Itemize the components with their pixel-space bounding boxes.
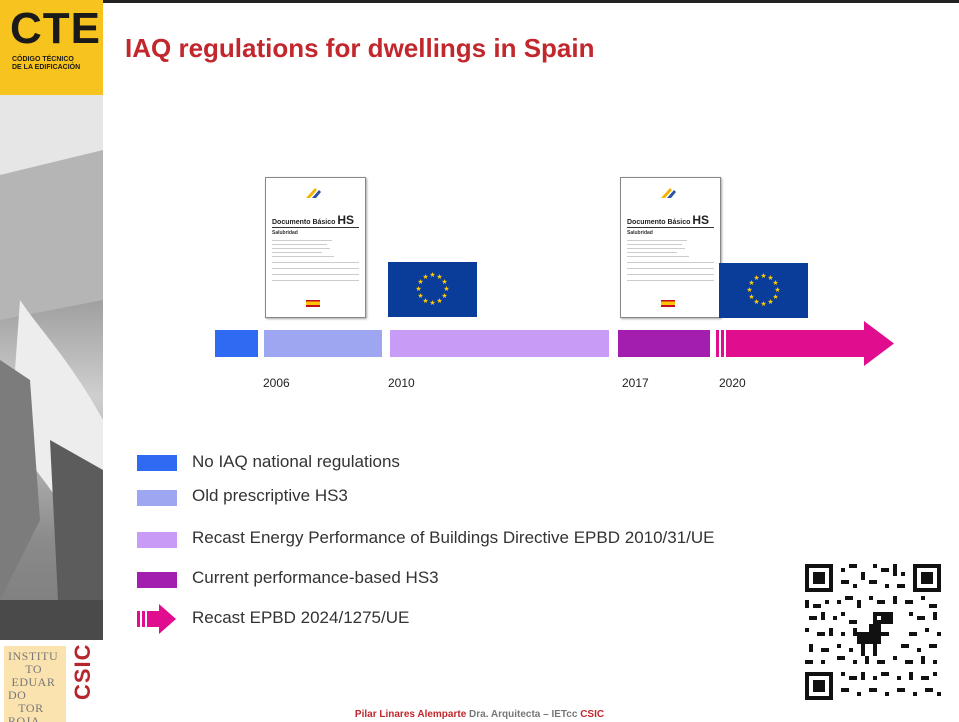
svg-text:★: ★ xyxy=(772,279,778,287)
slide-title: IAQ regulations for dwellings in Spain xyxy=(125,33,595,63)
cte-logo-subtitle: CÓDIGO TÉCNICO DE LA EDIFICACIÓN xyxy=(12,56,80,72)
svg-text:★: ★ xyxy=(436,273,442,281)
cte-logo: CTE xyxy=(10,4,101,53)
building-photo-icon xyxy=(0,95,103,640)
document-line xyxy=(627,256,689,257)
document-line xyxy=(627,274,714,275)
svg-text:★: ★ xyxy=(417,292,423,300)
cte-subtitle-line1: CÓDIGO TÉCNICO xyxy=(12,56,74,63)
document-subtitle: Salubridad xyxy=(627,230,653,236)
footer-author: Pilar Linares Alemparte xyxy=(354,709,467,720)
document-line xyxy=(627,244,682,245)
legend-label: Current performance-based HS3 xyxy=(192,568,439,587)
document-subtitle: Salubridad xyxy=(272,230,298,236)
document-line xyxy=(627,262,714,263)
ministry-logo-icon xyxy=(661,188,676,198)
legend-arrow-recast-2024 xyxy=(137,604,176,634)
svg-text:★: ★ xyxy=(429,299,435,307)
year-label: 2020 xyxy=(719,376,746,390)
svg-text:★: ★ xyxy=(415,285,421,293)
document-line xyxy=(272,248,330,249)
svg-text:★: ★ xyxy=(441,278,447,286)
institute-logo-text: INSTITU TO EDUAR DO TOR ROJA xyxy=(8,649,59,722)
timeline-segment-old-hs3 xyxy=(264,330,382,357)
svg-text:★: ★ xyxy=(760,300,766,308)
legend-swatch-current-hs3 xyxy=(137,572,177,588)
document-line xyxy=(272,268,359,269)
svg-text:★: ★ xyxy=(748,293,754,301)
document-title-small: Documento Básico xyxy=(272,219,336,226)
cte-logo-box xyxy=(0,0,103,95)
document-line xyxy=(272,256,334,257)
svg-text:★: ★ xyxy=(422,273,428,281)
year-label: 2006 xyxy=(263,376,290,390)
svg-text:★: ★ xyxy=(767,298,773,306)
document-title-big: HS xyxy=(692,213,710,227)
document-line xyxy=(272,252,322,253)
eu-flag-icon: ★★★ ★★★ ★★★ ★★★ xyxy=(388,262,477,317)
document-heading: Documento Básico HS xyxy=(272,213,359,228)
document-title-big: HS xyxy=(337,213,355,227)
svg-text:★: ★ xyxy=(443,285,449,293)
document-line xyxy=(627,268,714,269)
svg-text:★: ★ xyxy=(417,278,423,286)
year-label: 2017 xyxy=(622,376,649,390)
svg-text:★: ★ xyxy=(429,271,435,279)
document-line xyxy=(272,262,359,263)
legend-label: Recast EPBD 2024/1275/UE xyxy=(192,608,410,627)
timeline-segment-recast-epbd xyxy=(390,330,609,357)
footer: Pilar Linares Alemparte Dra. Arquitecta … xyxy=(0,709,959,720)
spain-flag-icon xyxy=(306,300,320,307)
left-photo-strip xyxy=(0,0,103,722)
timeline-arrow-recast-2024 xyxy=(716,321,894,366)
svg-text:★: ★ xyxy=(441,292,447,300)
qr-code-icon[interactable] xyxy=(805,564,941,700)
document-line xyxy=(272,274,359,275)
svg-text:★: ★ xyxy=(436,297,442,305)
year-label: 2010 xyxy=(388,376,415,390)
top-rule xyxy=(103,0,959,3)
svg-text:★: ★ xyxy=(753,298,759,306)
document-title-small: Documento Básico xyxy=(627,219,691,226)
document-line xyxy=(627,280,714,281)
document-line xyxy=(272,244,327,245)
spain-flag-icon xyxy=(661,300,675,307)
document-heading: Documento Básico HS xyxy=(627,213,714,228)
svg-text:★: ★ xyxy=(748,279,754,287)
legend-label: Old prescriptive HS3 xyxy=(192,486,348,505)
svg-text:★: ★ xyxy=(422,297,428,305)
legend-label: Recast Energy Performance of Buildings D… xyxy=(192,528,715,547)
timeline-segment-current-hs3 xyxy=(618,330,710,357)
svg-text:★: ★ xyxy=(774,286,780,294)
timeline-segment-no-regulation xyxy=(215,330,258,357)
svg-text:★: ★ xyxy=(772,293,778,301)
document-cover-2006: Documento Básico HS Salubridad xyxy=(265,177,366,318)
cte-subtitle-line2: DE LA EDIFICACIÓN xyxy=(12,64,81,71)
legend-swatch-old-hs3 xyxy=(137,490,177,506)
document-line xyxy=(627,252,677,253)
svg-text:★: ★ xyxy=(767,274,773,282)
document-line xyxy=(627,240,687,241)
document-cover-2017: Documento Básico HS Salubridad xyxy=(620,177,721,318)
csic-logo-text: CSIC xyxy=(70,643,95,700)
legend-label: No IAQ national regulations xyxy=(192,452,400,471)
svg-text:★: ★ xyxy=(746,286,752,294)
footer-org: CSIC xyxy=(580,709,605,720)
document-line xyxy=(272,240,332,241)
document-line xyxy=(627,248,685,249)
ministry-logo-icon xyxy=(306,188,321,198)
svg-text:★: ★ xyxy=(760,272,766,280)
institute-logo-box xyxy=(4,646,66,722)
footer-role: Dra. Arquitecta – IETcc xyxy=(469,709,578,720)
legend-swatch-recast-epbd xyxy=(137,532,177,548)
svg-text:★: ★ xyxy=(753,274,759,282)
eu-flag-icon: ★★★ ★★★ ★★★ ★★★ xyxy=(719,263,808,318)
legend-swatch-no-regulation xyxy=(137,455,177,471)
document-line xyxy=(272,280,359,281)
csic-logo-box xyxy=(68,646,98,722)
